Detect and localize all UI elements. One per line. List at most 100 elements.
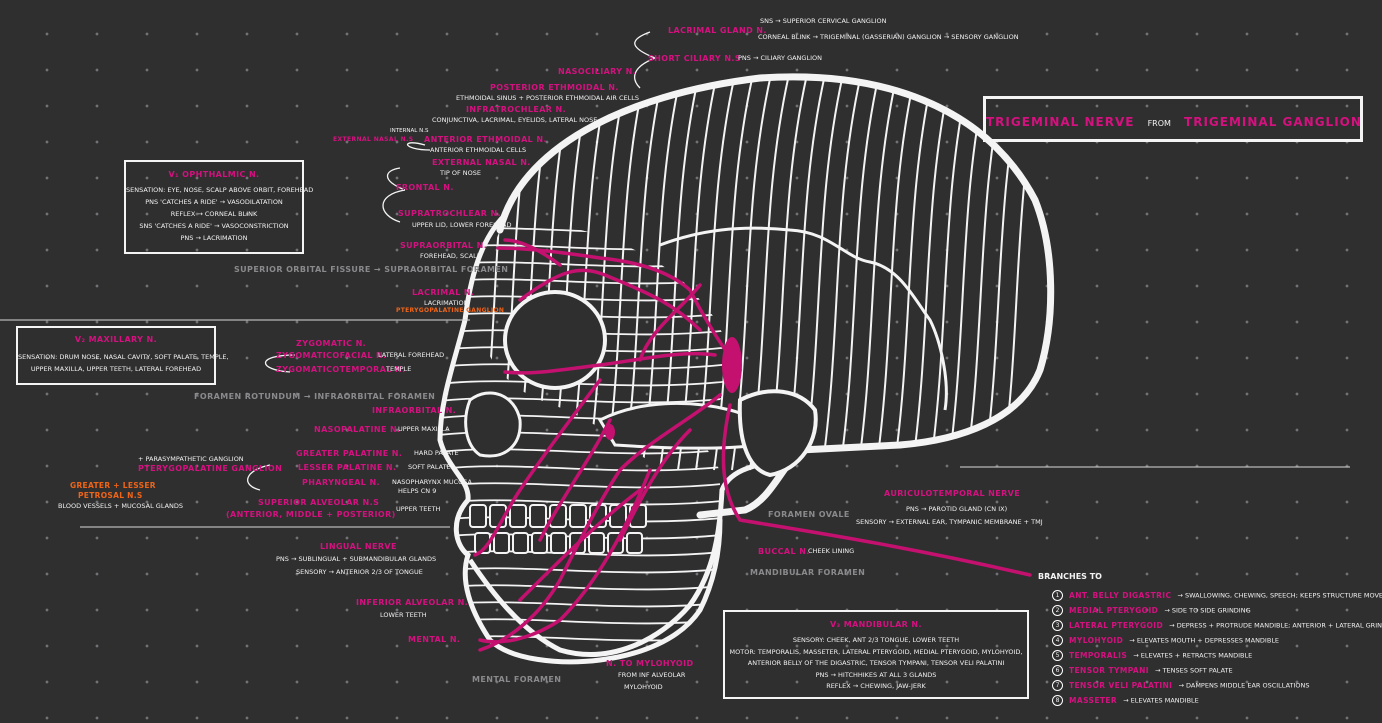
branch-number: 3 bbox=[1052, 620, 1063, 631]
lingual-sens: SENSORY → ANTERIOR 2/3 OF TONGUE bbox=[296, 568, 423, 576]
nasociliary-label: NASOCILIARY N. bbox=[558, 67, 637, 76]
zygomatic-label: ZYGOMATIC N. bbox=[296, 339, 367, 348]
pharyngeal-label: PHARYNGEAL N. bbox=[302, 478, 381, 487]
branch-name: TENSOR TYMPANI bbox=[1069, 665, 1149, 675]
arrow-icon: → bbox=[1167, 621, 1177, 630]
cranium-stripe bbox=[875, 76, 917, 471]
infraorbital-label: INFRAORBITAL N. bbox=[372, 406, 457, 415]
title-box: TRIGEMINAL NERVE FROM TRIGEMINAL GANGLIO… bbox=[983, 96, 1363, 142]
upper-tooth bbox=[569, 504, 587, 528]
buccal-desc: CHEEK LINING bbox=[808, 547, 855, 555]
pharyngeal-desc: NASOPHARYNX MUCOSA, bbox=[392, 478, 475, 486]
face-stripe bbox=[440, 566, 731, 574]
lingual-pns: PNS → SUBLINGUAL + SUBMANDIBULAR GLANDS bbox=[276, 555, 437, 563]
posterior-ethmoidal-desc: ETHMOIDAL SINUS + POSTERIOR ETHMOIDAL AI… bbox=[456, 94, 639, 102]
face-stripe bbox=[440, 481, 731, 489]
arrow-icon: → bbox=[1152, 666, 1163, 675]
auriculotemporal-pns: PNS → PAROTID GLAND (CN IX) bbox=[906, 505, 1008, 513]
branches-to-heading: BRANCHES TO bbox=[1038, 572, 1102, 581]
title-from: FROM bbox=[1147, 119, 1171, 128]
v3-line: REFLEX → CHEWING, JAW-JERK bbox=[826, 682, 926, 690]
face-stripe bbox=[440, 396, 731, 404]
v2-title: V₂ MAXILLARY N. bbox=[74, 335, 158, 344]
lacrimal-desc: LACRIMATION bbox=[424, 299, 469, 307]
branch-desc: SWALLOWING, CHEWING, SPEECH; KEEPS STRUC… bbox=[1184, 591, 1382, 600]
v1-line: SENSATION: EYE, NOSE, SCALP ABOVE ORBIT,… bbox=[126, 186, 314, 194]
supratrochlear-label: SUPRATROCHLEAR N. bbox=[398, 209, 502, 218]
coronal-suture bbox=[659, 226, 948, 411]
inferior-alveolar bbox=[478, 468, 652, 644]
branch-desc: SIDE TO SIDE GRINDING bbox=[1171, 606, 1251, 615]
lacrimal-label: LACRIMAL N. bbox=[412, 288, 475, 297]
inferior-alveolar-label: INFERIOR ALVEOLAR N. bbox=[356, 598, 469, 607]
corneal-blink-label: CORNEAL BLINK → TRIGEMINAL (GASSERIAN) G… bbox=[758, 33, 1019, 41]
supratrochlear-desc: UPPER LID, LOWER FOREHEAD bbox=[412, 221, 512, 229]
foramen-rotundum-label: FORAMEN ROTUNDUM → INFRAORBITAL FORAMEN bbox=[194, 392, 436, 401]
lesser-palatine-label: LESSER PALATINE N. bbox=[298, 463, 397, 472]
lingual-label: LINGUAL NERVE bbox=[320, 542, 397, 551]
face-stripe bbox=[440, 634, 731, 642]
sof-label: SUPERIOR ORBITAL FISSURE → SUPRAORBITAL … bbox=[234, 265, 509, 274]
cranium-stripe bbox=[857, 76, 899, 471]
arrow-icon: → bbox=[1131, 651, 1141, 660]
greater-palatine-label: GREATER PALATINE N. bbox=[296, 449, 403, 458]
zygomaticotemporal-label: ZYGOMATICOTEMPORAL N. bbox=[276, 365, 406, 374]
upper-tooth bbox=[469, 504, 487, 528]
posterior-ethmoidal-label: POSTERIOR ETHMOIDAL N. bbox=[490, 83, 619, 92]
superior-alveolar-label: SUPERIOR ALVEOLAR N.S bbox=[258, 498, 380, 507]
inferior-alveolar-desc: LOWER TEETH bbox=[380, 611, 427, 619]
branch-name: ANT. BELLY DIGASTRIC bbox=[1069, 590, 1172, 600]
upper-tooth bbox=[509, 504, 527, 528]
external-nasal-left-label: EXTERNAL NASAL N.S bbox=[333, 136, 414, 143]
branch-desc: DAMPENS MIDDLE EAR OSCILLATIONS bbox=[1185, 681, 1310, 690]
lower-tooth bbox=[626, 532, 643, 554]
cranium-stripe bbox=[821, 76, 863, 471]
v2-line: SENSATION: DRUM NOSE, NASAL CAVITY, SOFT… bbox=[18, 353, 229, 361]
face-stripe bbox=[440, 498, 731, 506]
branch-number: 2 bbox=[1052, 605, 1063, 616]
face-stripe bbox=[440, 447, 731, 455]
v1-line: SNS 'CATCHES A RIDE' → VASOCONSTRICTION bbox=[139, 222, 289, 230]
branch-name: LATERAL PTERYGOID bbox=[1069, 620, 1164, 630]
palatine-branch bbox=[538, 418, 612, 542]
lower-tooth bbox=[550, 532, 567, 554]
superior-alveolar-desc: UPPER TEETH bbox=[396, 505, 441, 513]
auriculotemporal-label: AURICULOTEMPORAL NERVE bbox=[884, 489, 1021, 498]
cranium-stripe bbox=[929, 76, 971, 471]
v3-line: SENSORY: CHEEK, ANT 2/3 TONGUE, LOWER TE… bbox=[792, 636, 960, 644]
mastoid bbox=[737, 389, 818, 478]
arrow-icon: → bbox=[1121, 696, 1131, 705]
branch-number: 8 bbox=[1052, 695, 1063, 706]
supraorbital-label: SUPRAORBITAL N. bbox=[400, 241, 488, 250]
parasympathetic-note: + PARASYMPATHETIC GANGLION bbox=[138, 455, 244, 463]
v3-title: V₃ MANDIBULAR N. bbox=[830, 620, 922, 629]
petrosal-label: PETROSAL N.S bbox=[78, 491, 143, 500]
lingual-branch bbox=[518, 488, 642, 602]
infratrochlear-desc: CONJUNCTIVA, LACRIMAL, EYELIDS, LATERAL … bbox=[432, 116, 598, 124]
greater-palatine-desc: HARD PALATE bbox=[414, 449, 459, 457]
v1-title: V₁ OPHTHALMIC N. bbox=[168, 170, 260, 179]
ophthalmic-nerve bbox=[518, 268, 702, 332]
upper-tooth bbox=[529, 504, 547, 528]
lower-tooth bbox=[512, 532, 529, 554]
sns-label: SNS → SUPERIOR CERVICAL GANGLION bbox=[760, 17, 887, 25]
branch-number: 7 bbox=[1052, 680, 1063, 691]
internal-ns-label: INTERNAL N.S bbox=[390, 128, 429, 134]
orbit bbox=[503, 290, 607, 390]
auriculotemporal-sens: SENSORY → EXTERNAL EAR, TYMPANIC MEMBRAN… bbox=[856, 518, 1043, 526]
anterior-ethmoidal-label: ANTERIOR ETHMOIDAL N. bbox=[424, 135, 547, 144]
mandibular-nerve bbox=[478, 393, 722, 652]
v1-line: REFLEX → CORNEAL BLINK bbox=[170, 210, 258, 218]
nasal-cavity bbox=[464, 391, 522, 458]
mental-label: MENTAL N. bbox=[408, 635, 461, 644]
title-ganglion: TRIGEMINAL GANGLION bbox=[1184, 115, 1362, 129]
nasopalatine-desc: UPPER MAXILLA bbox=[398, 425, 450, 433]
mylohyoid-desc: FROM INF ALVEOLAR bbox=[618, 671, 686, 679]
